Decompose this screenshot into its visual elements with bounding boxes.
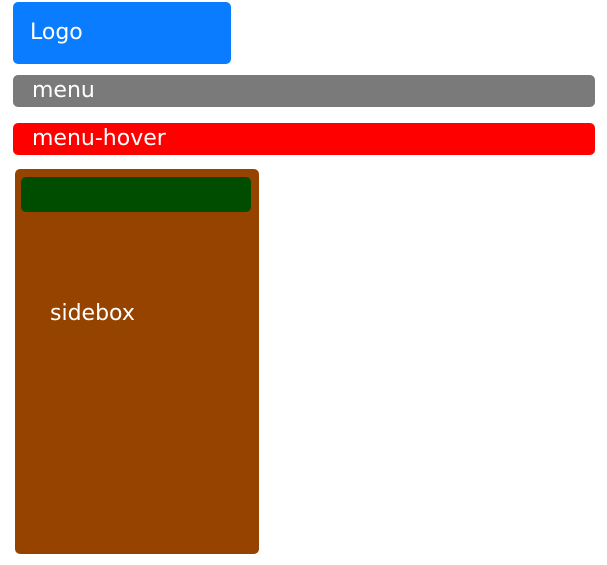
logo[interactable]: Logo [13, 2, 231, 64]
sidebox-label: sidebox [50, 301, 135, 326]
menu-hover-label: menu-hover [32, 126, 166, 151]
menu[interactable]: menu [13, 75, 595, 107]
sidebox-header [21, 177, 251, 212]
menu-label: menu [32, 78, 95, 103]
menu-hover[interactable]: menu-hover [13, 123, 595, 155]
sidebox: sidebox [15, 169, 259, 554]
logo-label: Logo [30, 20, 83, 45]
